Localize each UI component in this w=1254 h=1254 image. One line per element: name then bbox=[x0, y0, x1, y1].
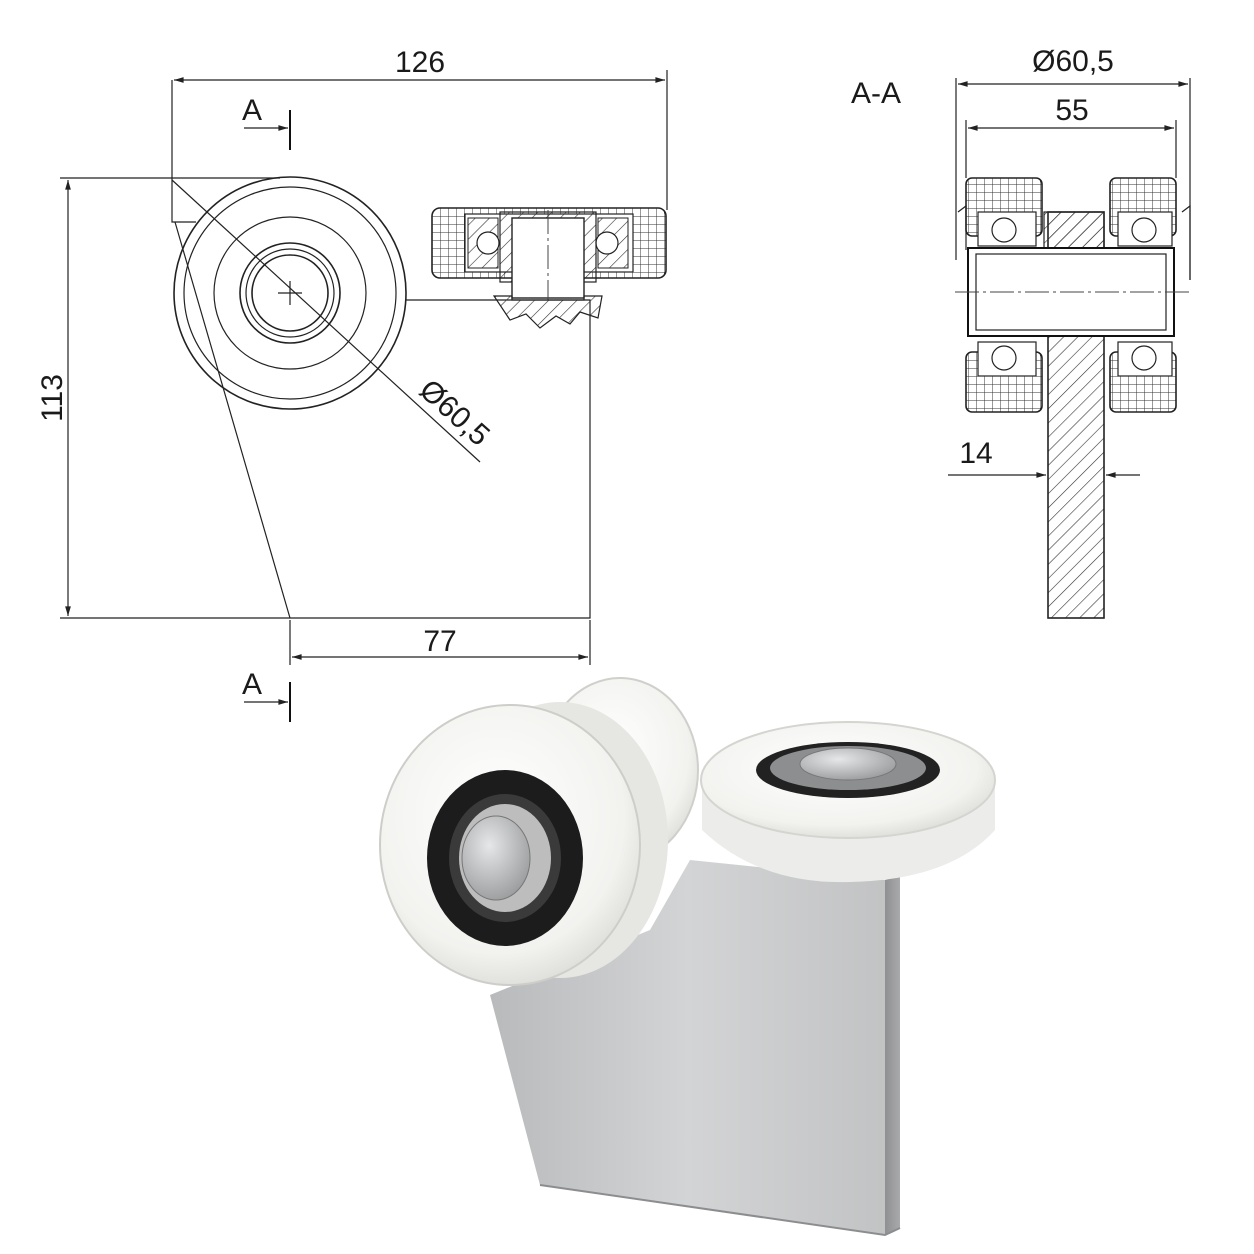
section-dimension-plate: 14 bbox=[948, 437, 1140, 478]
section-outer-diameter-label: Ø60,5 bbox=[1032, 45, 1114, 78]
front-wheel bbox=[173, 176, 407, 410]
dimension-126: 126 bbox=[174, 46, 668, 210]
section-marker-bottom: A bbox=[242, 668, 291, 722]
horizontal-roller bbox=[700, 721, 996, 883]
front-diameter-label: Ø60,5 bbox=[413, 373, 496, 452]
section-wheel bbox=[955, 177, 1191, 413]
dimension-113: 113 bbox=[36, 177, 290, 619]
plate-side-edge bbox=[885, 876, 900, 1235]
height-dimension-label: 113 bbox=[36, 374, 69, 422]
dimension-77: 77 bbox=[289, 620, 591, 665]
section-dimension-inner: 55 bbox=[965, 94, 1177, 178]
section-marker-top: A bbox=[242, 94, 291, 150]
front-vertical-wheel bbox=[379, 702, 668, 986]
width-dimension-label: 126 bbox=[395, 46, 445, 79]
base-dimension-label: 77 bbox=[423, 625, 456, 658]
plate-top-edge bbox=[171, 80, 196, 223]
front-diameter-leader bbox=[171, 179, 481, 463]
section-plate-thickness-label: 14 bbox=[959, 437, 992, 470]
section-view: A-A bbox=[851, 45, 1191, 619]
section-title: A-A bbox=[851, 77, 901, 110]
plate-front-face bbox=[490, 860, 885, 1235]
front-view: 126 113 77 Ø60,5 A A bbox=[36, 46, 668, 722]
section-inner-width-label: 55 bbox=[1055, 94, 1088, 127]
side-roller-section bbox=[431, 207, 667, 329]
section-dimension-outer: Ø60,5 bbox=[955, 45, 1191, 280]
product-render bbox=[379, 677, 996, 1237]
section-marker-top-label: A bbox=[242, 94, 262, 127]
section-marker-bottom-label: A bbox=[242, 668, 262, 701]
